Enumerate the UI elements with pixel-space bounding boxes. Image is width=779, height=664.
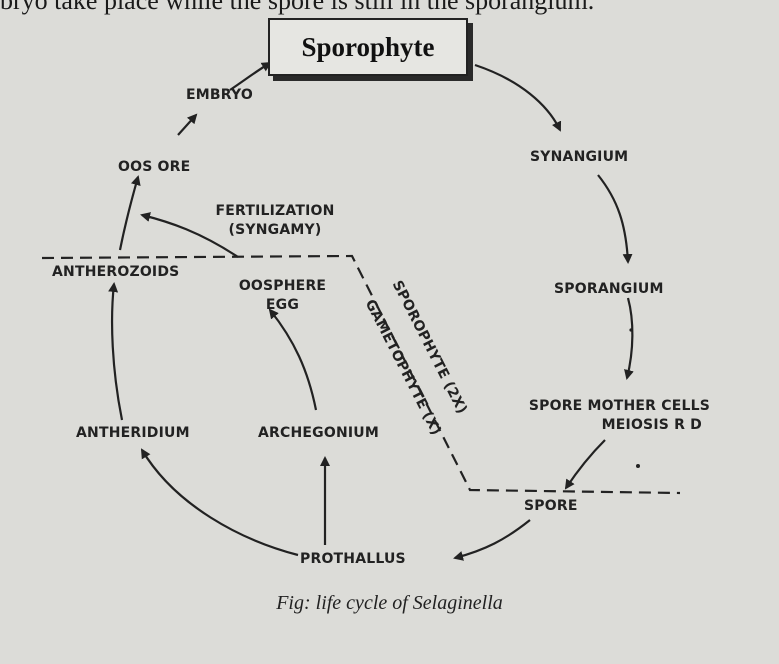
arrow-spore-mother-cells-to-spore xyxy=(564,439,606,490)
arrow-oosphere-to-oospore xyxy=(140,212,239,258)
speck-2 xyxy=(636,464,640,468)
arrow-oospore-to-embryo xyxy=(177,113,198,136)
label-spore-mother-cells: SPORE MOTHER CELLS MEIOSIS R D xyxy=(500,398,710,433)
label-fertilization-line2: (SYNGAMY) xyxy=(228,222,322,238)
arrow-prothallus-to-antheridium xyxy=(140,448,299,557)
top-text: bryo take place while the spore is still… xyxy=(0,0,595,15)
figure-caption: Fig: life cycle of Selaginella xyxy=(276,592,503,614)
arrow-synangium-to-sporangium xyxy=(597,174,633,264)
label-oospore: OOS ORE xyxy=(118,159,191,175)
arrow-sporangium-to-spore-mother-cells xyxy=(624,297,634,380)
arrow-embryo-to-sporophyte xyxy=(229,61,272,91)
speck-1 xyxy=(629,328,633,332)
label-spore-mother-line1: SPORE MOTHER CELLS xyxy=(528,398,710,414)
label-oosphere: OOSPHERE EGG xyxy=(225,278,340,313)
sporophyte-box: Sporophyte xyxy=(268,18,468,76)
arrow-archegonium-to-oosphere xyxy=(268,308,318,411)
arrow-antheridium-to-antherozoids xyxy=(108,282,124,421)
label-spore-mother-line2: MEIOSIS R D xyxy=(601,417,702,433)
label-antherozoids: ANTHEROZOIDS xyxy=(52,264,180,280)
label-prothallus: PROTHALLUS xyxy=(300,551,406,567)
label-oosphere-line2: EGG xyxy=(265,297,300,313)
label-fertilization: FERTILIZATION (SYNGAMY) xyxy=(190,203,360,238)
label-sporangium: SPORANGIUM xyxy=(554,281,664,297)
label-synangium: SYNANGIUM xyxy=(530,149,629,165)
arrow-sporophyte-to-synangium xyxy=(474,63,562,132)
label-fertilization-line1: FERTILIZATION xyxy=(215,203,335,219)
label-spore: SPORE xyxy=(524,498,578,514)
arrow-antherozoids-to-oospore xyxy=(118,175,141,251)
arrow-spore-to-prothallus xyxy=(453,519,531,561)
label-embryo: EMBRYO xyxy=(186,87,253,103)
label-archegonium: ARCHEGONIUM xyxy=(258,425,379,441)
phase-boundary-line xyxy=(41,254,681,495)
sporophyte-box-label: Sporophyte xyxy=(301,31,435,62)
label-oosphere-line1: OOSPHERE xyxy=(238,278,327,294)
label-antheridium: ANTHERIDIUM xyxy=(76,425,190,441)
